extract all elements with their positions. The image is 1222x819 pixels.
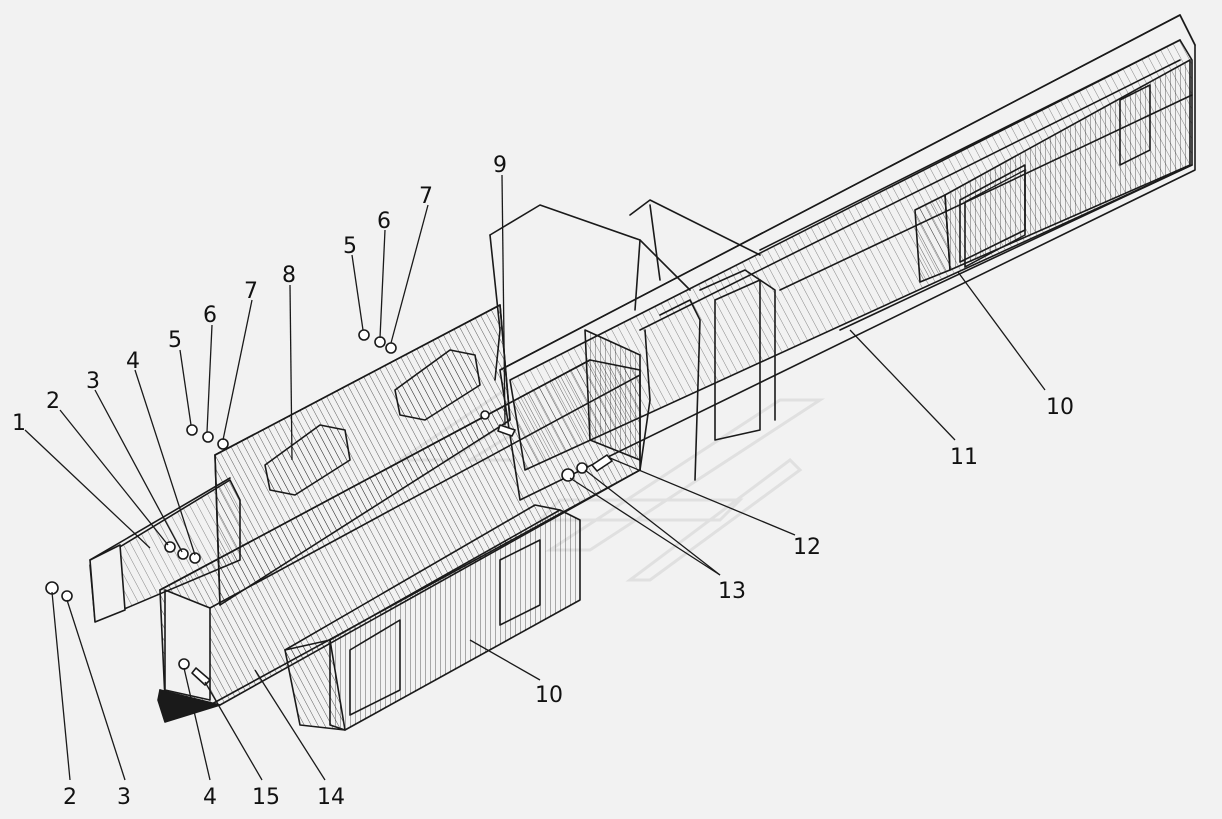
callout-7b: 7 bbox=[419, 184, 433, 209]
rubber-pads bbox=[264, 349, 481, 496]
callout-3: 3 bbox=[86, 369, 100, 394]
leader-lines bbox=[24, 174, 1046, 781]
callout-5: 5 bbox=[168, 328, 182, 353]
callout-2b: 2 bbox=[63, 785, 77, 810]
callout-4: 4 bbox=[126, 349, 140, 374]
callout-8: 8 bbox=[282, 263, 296, 288]
callout-6: 6 bbox=[203, 303, 217, 328]
callout-10a: 10 bbox=[1046, 395, 1074, 420]
left-rail-end bbox=[89, 477, 241, 623]
callout-5b: 5 bbox=[343, 234, 357, 259]
callout-10b: 10 bbox=[535, 683, 563, 708]
callout-11: 11 bbox=[950, 445, 978, 470]
callout-7: 7 bbox=[244, 279, 258, 304]
lower-lamp bbox=[284, 504, 581, 731]
upper-lamp bbox=[914, 59, 1191, 283]
callout-2: 2 bbox=[46, 389, 60, 414]
callout-9: 9 bbox=[493, 153, 507, 178]
callout-3b: 3 bbox=[117, 785, 131, 810]
callout-labels: 1 2 3 4 5 6 7 8 5 6 7 9 10 11 12 13 10 2… bbox=[12, 153, 1074, 810]
callout-4b: 4 bbox=[203, 785, 217, 810]
callout-1: 1 bbox=[12, 411, 26, 436]
callout-14: 14 bbox=[317, 785, 345, 810]
callout-15: 15 bbox=[252, 785, 280, 810]
fasteners bbox=[45, 329, 613, 686]
cross-member bbox=[489, 199, 776, 481]
callout-6b: 6 bbox=[377, 209, 391, 234]
callout-12: 12 bbox=[793, 535, 821, 560]
callout-13: 13 bbox=[718, 579, 746, 604]
